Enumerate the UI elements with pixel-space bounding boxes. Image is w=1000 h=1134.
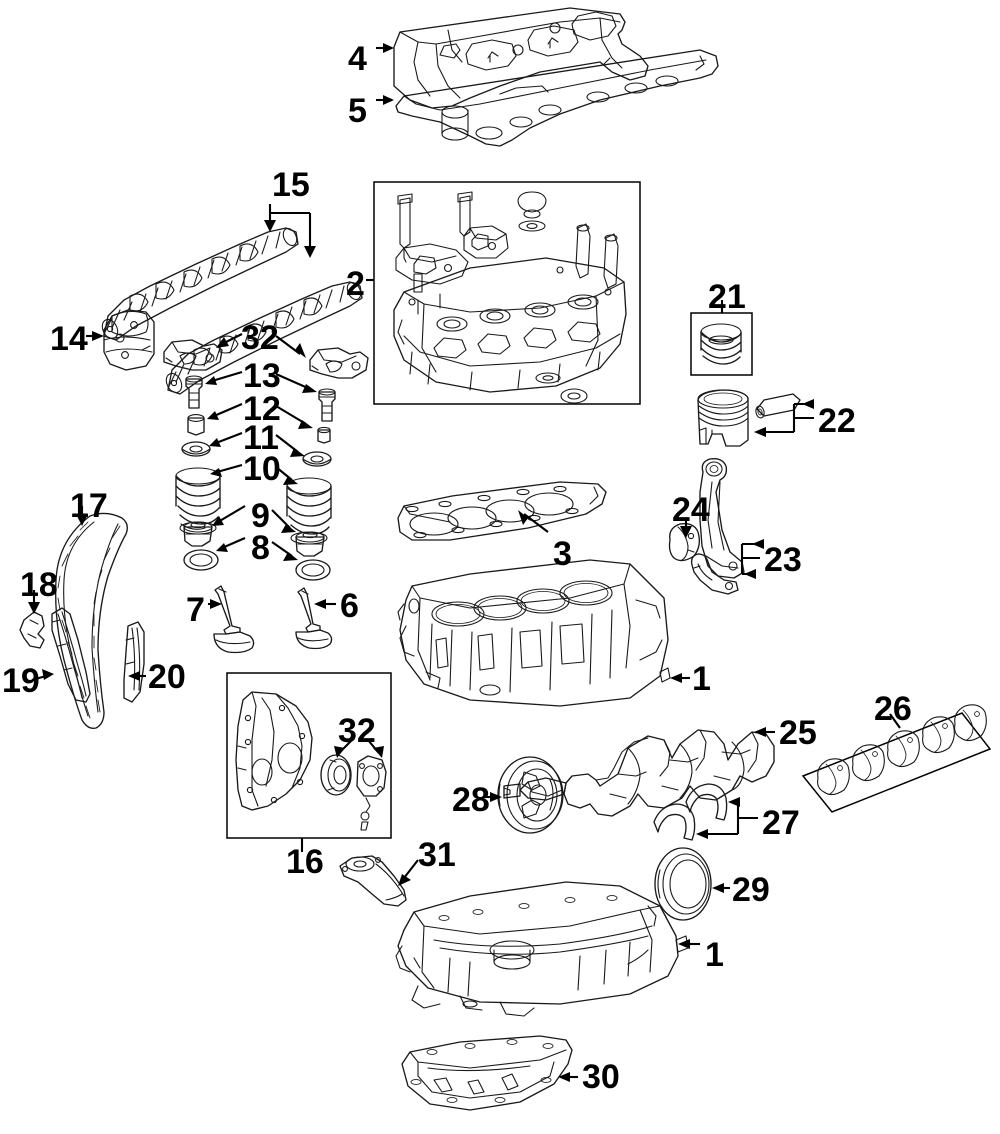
valve-guide-plugs — [413, 191, 619, 404]
valve-keeper-left — [187, 414, 205, 436]
spring-seat-right — [295, 559, 331, 581]
intake-valve-part — [213, 585, 255, 654]
cylinder-block-part — [397, 559, 671, 707]
callout-7-intake-valve: 7 — [186, 591, 205, 629]
oil-pickup-tube-part — [339, 855, 407, 907]
piston-part — [697, 389, 749, 447]
valve-cover-part — [393, 7, 649, 141]
lash-adjuster-right — [318, 388, 336, 422]
exhaust-valve-part — [295, 587, 333, 650]
callout-20-slipper: 20 — [148, 658, 186, 696]
callout-2-head: 2 — [346, 265, 365, 303]
spring-seat-left — [183, 549, 219, 571]
connecting-rod-cap-part — [690, 553, 739, 595]
callout-16-timing-cover: 16 — [286, 843, 324, 881]
connecting-rod-part — [699, 457, 745, 579]
rear-main-seal-part — [654, 847, 712, 921]
valve-keeper-right — [317, 426, 331, 444]
callout-25-crankshaft: 25 — [779, 714, 817, 752]
spring-retainer-right — [302, 451, 332, 467]
callout-15-camshaft: 15 — [272, 166, 310, 204]
callout-9-stem-seal: 9 — [251, 497, 270, 535]
camshaft-exhaust — [165, 281, 363, 395]
callout-8-spring-seat: 8 — [251, 529, 270, 567]
valve-cover-gasket-part — [395, 49, 719, 147]
callout-24-rod-bearing: 24 — [672, 491, 710, 529]
callout-22-piston: 22 — [818, 402, 856, 440]
camshaft-timing-gear-part — [103, 309, 155, 371]
oil-pump-housing-part — [356, 755, 387, 831]
callout-21-piston-rings: 21 — [708, 278, 746, 316]
callout-3-head-gasket: 3 — [553, 535, 572, 573]
callout-1-oil-pan: 1 — [705, 936, 724, 974]
callout-leaders — [28, 43, 901, 1082]
main-bearing-group-box — [801, 712, 992, 813]
crankshaft-part — [503, 729, 775, 817]
lash-adjuster-left — [185, 375, 203, 409]
cylinder-head-part — [393, 257, 627, 393]
cylinder-head-group-box — [373, 181, 641, 405]
piston-ring-set-part — [700, 323, 742, 365]
callout-31-oil-pickup: 31 — [418, 836, 456, 874]
callout-17-timing-chain: 17 — [70, 487, 108, 525]
callout-23-con-rod: 23 — [764, 541, 802, 579]
callout-6-exhaust-valve: 6 — [340, 587, 359, 625]
callout-5-cover-gasket: 5 — [348, 92, 367, 130]
callout-11-retainer: 11 — [243, 419, 279, 457]
rocker-arm-left — [163, 339, 223, 371]
timing-cover-group-box — [226, 672, 392, 839]
camshaft-bearing-caps — [395, 225, 509, 285]
callout-27-thrust-washer: 27 — [762, 804, 800, 842]
piston-pin-part — [755, 393, 801, 419]
callout-13-lash-adjuster: 13 — [243, 357, 281, 395]
callout-32-rocker-arm: 32 — [241, 319, 279, 357]
main-bearing-set-part — [817, 704, 987, 796]
timing-cover-part — [235, 691, 313, 811]
callout-10-valve-spring: 10 — [243, 450, 281, 488]
head-gasket-part — [397, 481, 607, 541]
valve-spring-right — [286, 477, 332, 545]
chain-tensioner-slipper — [123, 621, 145, 703]
valve-stem-seal-right — [295, 531, 325, 557]
callout-1-block: 1 — [692, 660, 711, 698]
oil-pan-upper-part — [395, 881, 689, 1017]
cylinder-head-bolts — [397, 191, 473, 263]
oil-pan-lower-part — [401, 1035, 573, 1111]
callout-29-rear-seal: 29 — [732, 871, 770, 909]
callout-30-oil-pan-lower: 30 — [582, 1058, 620, 1096]
callout-28-crank-pulley: 28 — [452, 781, 490, 819]
rocker-arm-right — [309, 347, 369, 379]
thrust-washer-upper — [685, 783, 728, 821]
callout-32-oil-pump-rotor: 32 — [338, 712, 376, 750]
timing-chain-part — [55, 512, 128, 729]
chain-damper-guide — [51, 607, 91, 703]
crankshaft-pulley-part — [497, 756, 564, 834]
callout-12-keeper: 12 — [243, 390, 281, 428]
connecting-rod-bearing-part — [668, 523, 700, 562]
valve-stem-seal-left — [183, 521, 213, 547]
callout-26-main-bearings: 26 — [874, 690, 912, 728]
callout-4-valve-cover: 4 — [348, 40, 367, 78]
chain-tensioner-plunger — [19, 611, 45, 649]
callout-19-damper: 19 — [2, 662, 40, 700]
callout-18-tensioner: 18 — [20, 566, 58, 604]
spring-retainer-left — [181, 441, 211, 457]
callout-14-vvt-gear: 14 — [50, 320, 88, 358]
oil-pump-rotor-part — [320, 754, 352, 796]
thrust-washer-lower — [653, 803, 696, 841]
